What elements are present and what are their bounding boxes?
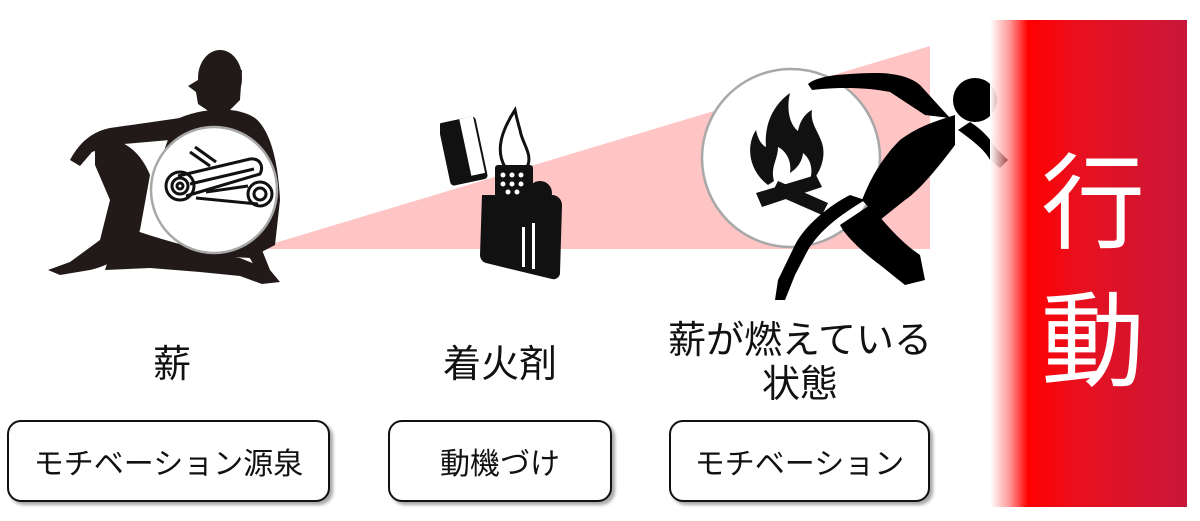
campfire-icon xyxy=(750,93,828,215)
firewood-logs-icon xyxy=(164,145,274,208)
label-box-motivating: 動機づけ xyxy=(388,420,612,502)
stage-title-firewood: 薪 xyxy=(152,342,191,386)
firewood-circle xyxy=(149,125,279,255)
action-bar: 行動 xyxy=(990,20,1187,507)
running-person-silhouette-icon xyxy=(775,73,1008,300)
action-label: 行動 xyxy=(1040,143,1145,403)
campfire-circle xyxy=(700,67,882,249)
label-box-motivation-source: モチベーション源泉 xyxy=(7,420,330,502)
lighter-icon xyxy=(440,106,562,280)
stage-title-burning-line2: 状態 xyxy=(761,362,838,406)
label-box-motivation: モチベーション xyxy=(669,420,930,502)
stage-title-igniter: 着火剤 xyxy=(442,342,557,386)
stage-title-burning-line1: 薪が燃えている xyxy=(667,318,933,362)
